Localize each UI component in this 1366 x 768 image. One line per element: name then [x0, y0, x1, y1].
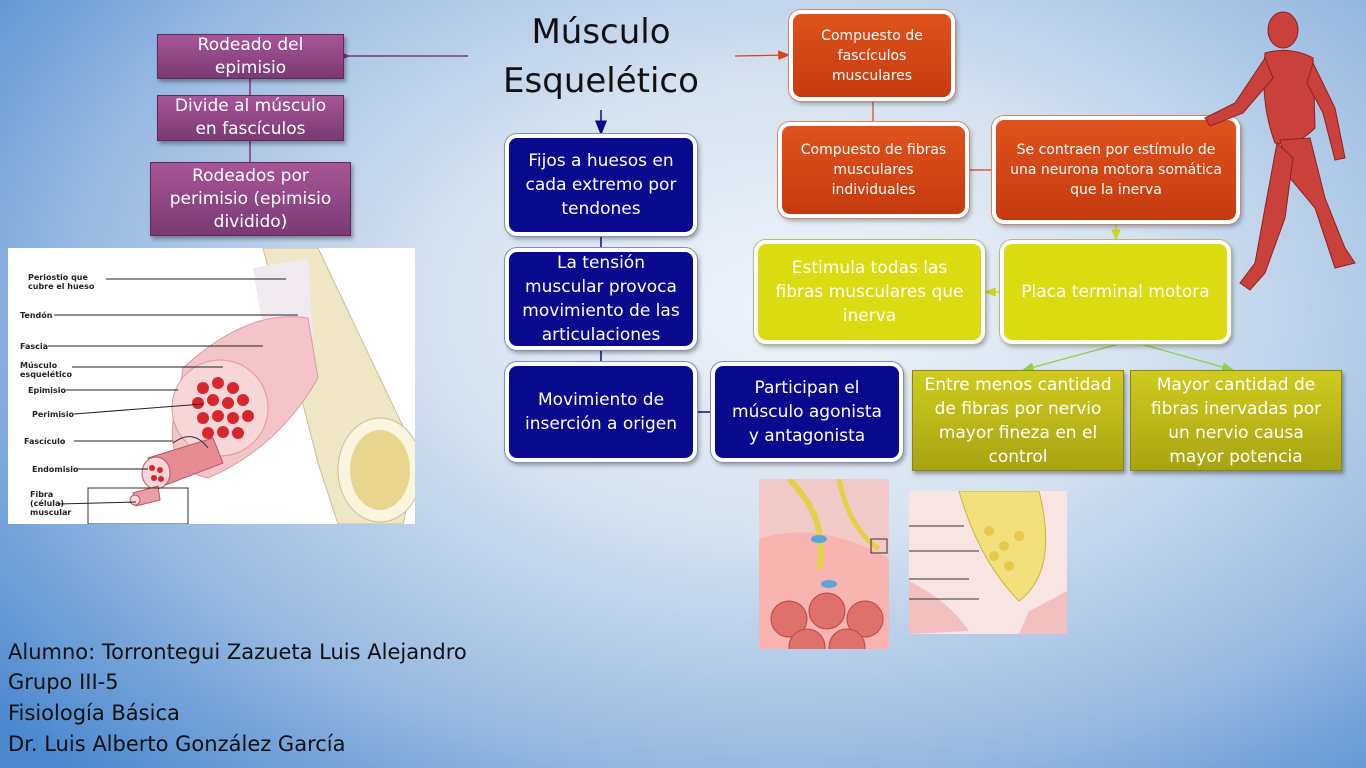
label-musculo-esqueletico: Músculo esquelético	[20, 361, 73, 379]
arrow-to-fasciculos	[734, 50, 791, 60]
running-anatomy-figure	[1195, 8, 1365, 298]
page-title: Músculo Esquelético	[503, 12, 699, 101]
neurona-motora-box: Se contraen por estímulo de una neurona …	[992, 116, 1240, 224]
junction-drawing	[759, 479, 889, 649]
credit-profesor: Dr. Luis Alberto González García	[8, 732, 346, 756]
agonista-antagonista-box: Participan el músculo agonista y antagon…	[711, 362, 903, 462]
tension-muscular-box: La tensión muscular provoca movimiento d…	[505, 248, 697, 350]
mayor-fibras-box: Mayor cantidad de fibras inervadas por u…	[1130, 370, 1342, 471]
muscle-drawing	[48, 248, 415, 524]
epimisio-box: Rodeado del epimisio	[157, 34, 344, 79]
label-endomisio: Endomisio	[32, 465, 79, 474]
arrow-to-mayor	[1129, 340, 1235, 372]
label-periostio: Periostio que cubre el hueso	[28, 273, 95, 291]
fijos-tendones-box: Fijos a huesos en cada extremo por tendo…	[505, 134, 697, 236]
end-plate-drawing	[909, 491, 1067, 634]
arrow-to-menos	[1021, 340, 1131, 372]
placa-terminal-box: Placa terminal motora	[1000, 240, 1231, 344]
label-perimisio: Perimisio	[32, 410, 75, 419]
credit-grupo: Grupo III-5	[8, 670, 119, 694]
fibras-individuales-box: Compuesto de fibras musculares individua…	[778, 122, 969, 218]
fasciculos-musculares-box: Compuesto de fascículos musculares	[789, 10, 955, 101]
label-fasciculo: Fascículo	[24, 437, 66, 446]
label-fascia: Fascia	[20, 342, 49, 351]
label-fibra-muscular: Fibra (célula) muscular	[30, 490, 72, 517]
credit-alumno: Alumno: Torrontegui Zazueta Luis Alejand…	[8, 640, 467, 664]
perimisio-box: Rodeados por perimisio (epimisio dividid…	[150, 162, 351, 236]
credit-materia: Fisiología Básica	[8, 701, 180, 725]
label-epimisio: Epimisio	[28, 386, 67, 395]
estimula-fibras-box: Estimula todas las fibras musculares que…	[754, 240, 985, 344]
muscle-anatomy-illustration: Periostio que cubre el hueso Tendón Fasc…	[8, 248, 415, 524]
label-tendon: Tendón	[20, 311, 53, 320]
motor-end-plate-image	[909, 491, 1067, 634]
runner-drawing	[1204, 11, 1356, 291]
fasciculos-division-box: Divide al músculo en fascículos	[157, 95, 344, 141]
neuromuscular-junction-image	[759, 479, 889, 649]
menos-fibras-box: Entre menos cantidad de fibras por nervi…	[912, 370, 1124, 471]
movimiento-insercion-box: Movimiento de inserción a origen	[505, 362, 697, 462]
